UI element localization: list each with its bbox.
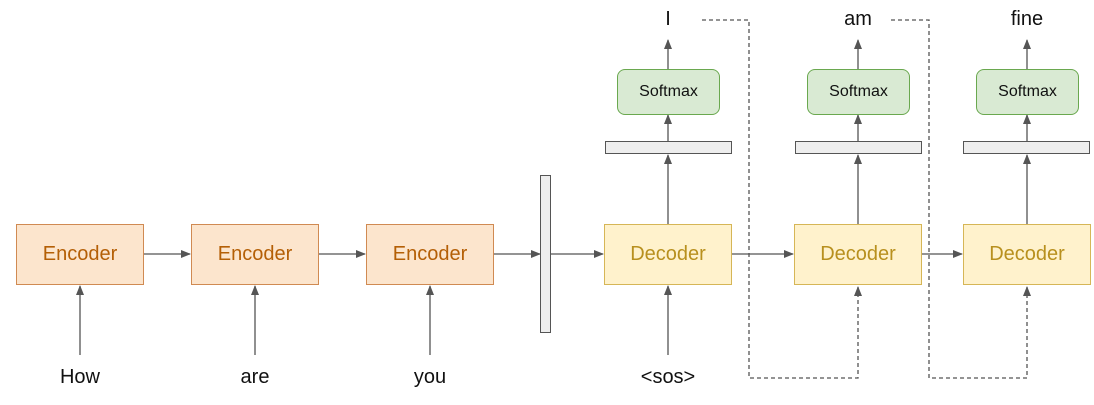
decoder-box: Decoder [963,224,1091,285]
dense-layer-bar [963,141,1090,154]
encoder-box: Encoder [16,224,144,285]
context-vector-bar [540,175,551,333]
dense-layer-bar [795,141,922,154]
softmax-box: Softmax [976,69,1079,115]
decoder-box: Decoder [794,224,922,285]
decoder-start-token: <sos> [640,366,696,388]
encoder-box: Encoder [366,224,494,285]
feedback-path-2 [891,19,1031,379]
output-word: I [665,8,671,30]
encoder-box: Encoder [191,224,319,285]
feedback-path-1 [702,19,862,379]
decoder-box: Decoder [604,224,732,285]
input-word: you [413,366,447,388]
dense-layer-bar [605,141,732,154]
input-word: How [59,366,101,388]
softmax-box: Softmax [617,69,720,115]
output-word: fine [1010,8,1044,30]
output-word: am [844,8,872,30]
input-word: are [240,366,270,388]
softmax-box: Softmax [807,69,910,115]
